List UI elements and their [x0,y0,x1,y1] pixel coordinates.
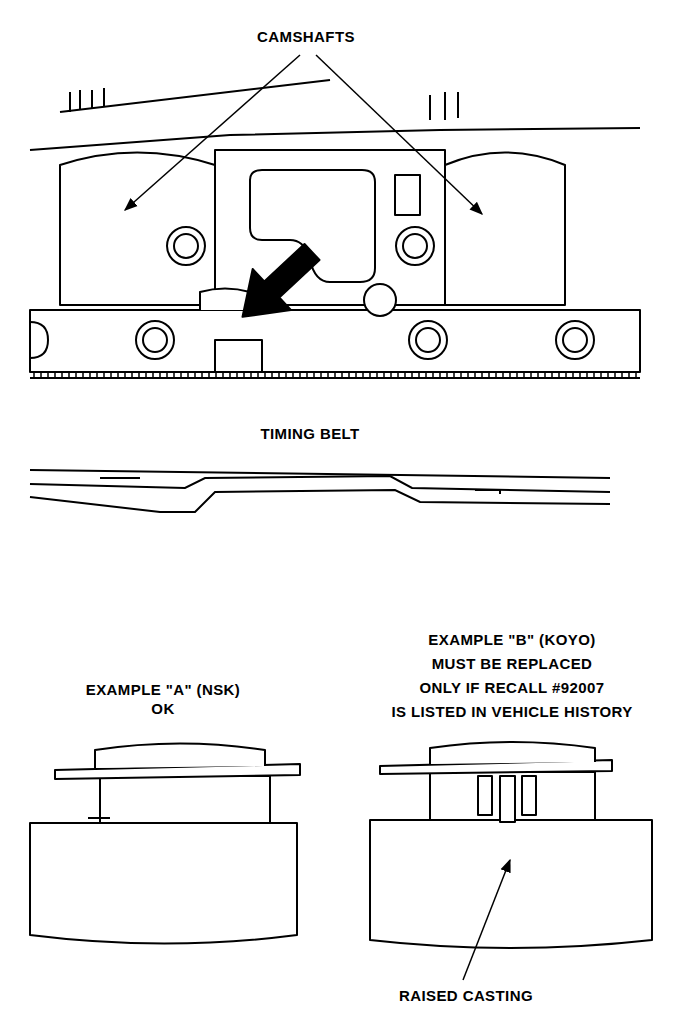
label-line: IS LISTED IN VEHICLE HISTORY [391,700,632,724]
bolt-boss [167,227,205,265]
hatch-marks [70,88,104,112]
belt-edge [30,490,610,512]
bolt-boss [30,322,48,358]
lower-rail [30,310,640,372]
label-line: EXAMPLE "A" (NSK) [86,680,240,699]
bolt-hole [174,234,198,258]
label-line: ONLY IF RECALL #92007 [391,676,632,700]
note-label: EXAMPLE "B" (KOYO)MUST BE REPLACEDONLY I… [391,628,632,724]
label-line: RAISED CASTING [399,986,533,1005]
leader-line [316,55,482,214]
tensioner-body [30,823,297,944]
timing-belt-view [30,470,610,512]
bolt-boss [136,321,174,359]
belt-mark [100,478,500,494]
tensioner-seam [88,817,110,819]
sprocket-teeth [34,372,636,378]
camshaft-housing [445,153,565,306]
tensioner-neck [100,776,270,823]
bolt-hole [143,328,167,352]
raised-casting-rib [478,776,492,815]
part-label: CAMSHAFTS [257,27,355,46]
cam-gear-hub [364,284,396,316]
engine-view [30,55,640,378]
raised-casting-rib [522,776,536,815]
leader-line [463,860,510,980]
part-label: TIMING BELT [260,424,359,443]
tensioner-body [370,820,652,948]
label-line: MUST BE REPLACED [391,652,632,676]
tensioner-nsk [30,744,300,944]
tensioner-koyo [370,742,652,980]
raised-casting-rib [500,776,515,822]
bolt-hole [563,328,587,352]
bolt-hole [403,234,427,258]
label-line: CAMSHAFTS [257,27,355,46]
label-line: OK [86,699,240,718]
tensioner-bracket [215,340,262,372]
label-line: TIMING BELT [260,424,359,443]
cover-edge [30,128,640,150]
label-line: EXAMPLE "B" (KOYO) [391,628,632,652]
bolt-boss [396,227,434,265]
part-label: RAISED CASTING [399,986,533,1005]
leader-line [125,55,300,210]
cam-gear-hub [200,289,250,311]
bolt-boss [409,321,447,359]
head-edge [60,80,330,112]
camshaft-housing [60,153,215,306]
hatch-marks [430,92,458,120]
tensioner-cap [430,742,595,764]
tensioner-cap [95,744,265,769]
bolt-boss [556,321,594,359]
bolt-hole [416,328,440,352]
head-rib [395,175,420,215]
pointer-arrow [223,232,331,338]
note-label: EXAMPLE "A" (NSK)OK [86,680,240,718]
